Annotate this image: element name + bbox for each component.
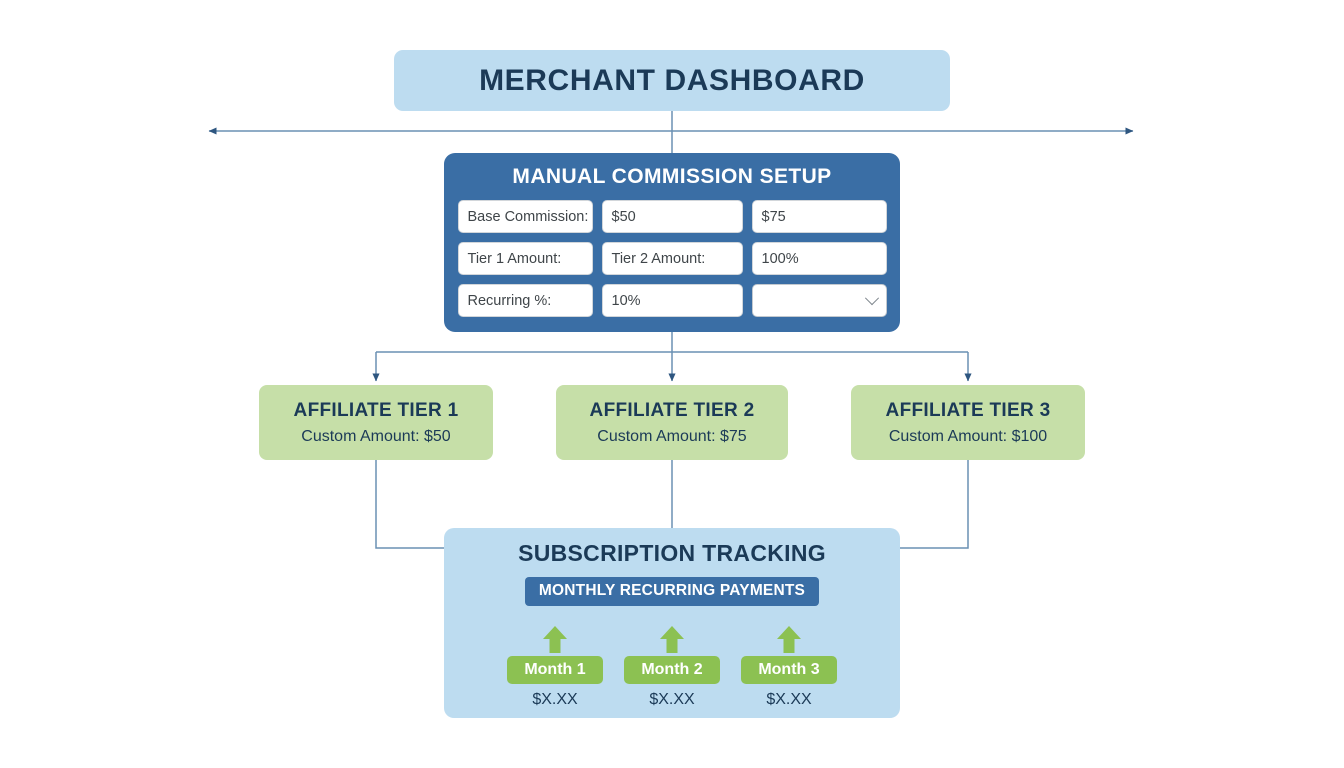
affiliate-tier-3-title: AFFILIATE TIER 3 [885, 399, 1051, 421]
commission-field-grid: Base Commission: $50 $75 Tier 1 Amount: … [457, 200, 887, 317]
month-1-chip[interactable]: Month 1 [507, 656, 603, 684]
recurring-percent-label-text: Recurring %: [467, 292, 552, 309]
page-title: MERCHANT DASHBOARD [479, 63, 865, 97]
base-commission-value-text: $50 [611, 208, 636, 225]
monthly-recurring-payments-badge: MONTHLY RECURRING PAYMENTS [524, 577, 820, 606]
tier-1-amount-label: Tier 1 Amount: [457, 242, 593, 275]
base-commission-label-text: Base Commission: [467, 208, 589, 225]
recurring-percent-label: Recurring %: [457, 284, 593, 317]
subscription-panel-title: SUBSCRIPTION TRACKING [518, 540, 826, 566]
manual-commission-setup-panel: MANUAL COMMISSION SETUP Base Commission:… [444, 153, 900, 332]
commission-panel-title: MANUAL COMMISSION SETUP [512, 165, 832, 188]
month-column: Month 3 $X.XX [741, 624, 837, 709]
base-commission-label: Base Commission: [457, 200, 593, 233]
base-commission-alt-value-text: $75 [761, 208, 786, 225]
affiliate-tier-2-card: AFFILIATE TIER 2 Custom Amount: $75 [556, 385, 788, 460]
merchant-dashboard-header: MERCHANT DASHBOARD [394, 50, 950, 111]
affiliate-tier-2-title: AFFILIATE TIER 2 [589, 399, 755, 421]
commission-type-select[interactable] [751, 284, 887, 317]
tier-2-amount-label-text: Tier 2 Amount: [611, 250, 706, 267]
base-commission-alt-input[interactable]: $75 [751, 200, 887, 233]
tier-percent-input[interactable]: 100% [751, 242, 887, 275]
affiliate-tier-3-card: AFFILIATE TIER 3 Custom Amount: $100 [851, 385, 1085, 460]
tier-2-amount-label: Tier 2 Amount: [601, 242, 743, 275]
affiliate-tier-3-amount: Custom Amount: $100 [888, 427, 1048, 445]
month-column: Month 2 $X.XX [624, 624, 720, 709]
month-1-amount: $X.XX [532, 691, 578, 708]
month-column: Month 1 $X.XX [507, 624, 603, 709]
tier-percent-value-text: 100% [761, 250, 799, 267]
arrow-up-icon [660, 626, 684, 653]
arrow-up-icon [543, 626, 567, 653]
affiliate-tier-1-amount: Custom Amount: $50 [301, 427, 451, 445]
month-list: Month 1 $X.XX Month 2 $X.XX Month 3 $X.X… [507, 624, 837, 709]
month-2-chip[interactable]: Month 2 [624, 656, 720, 684]
month-3-amount: $X.XX [766, 691, 812, 708]
affiliate-tier-2-amount: Custom Amount: $75 [597, 427, 747, 445]
affiliate-tier-1-card: AFFILIATE TIER 1 Custom Amount: $50 [259, 385, 493, 460]
base-commission-input[interactable]: $50 [601, 200, 743, 233]
affiliate-tier-1-title: AFFILIATE TIER 1 [293, 399, 459, 421]
tier-1-amount-label-text: Tier 1 Amount: [467, 250, 562, 267]
arrow-up-icon [777, 626, 801, 653]
month-2-amount: $X.XX [649, 691, 695, 708]
recurring-percent-value-text: 10% [611, 292, 641, 309]
recurring-percent-input[interactable]: 10% [601, 284, 743, 317]
subscription-tracking-panel: SUBSCRIPTION TRACKING MONTHLY RECURRING … [444, 528, 900, 718]
chevron-down-icon [864, 290, 879, 305]
month-3-chip[interactable]: Month 3 [741, 656, 837, 684]
